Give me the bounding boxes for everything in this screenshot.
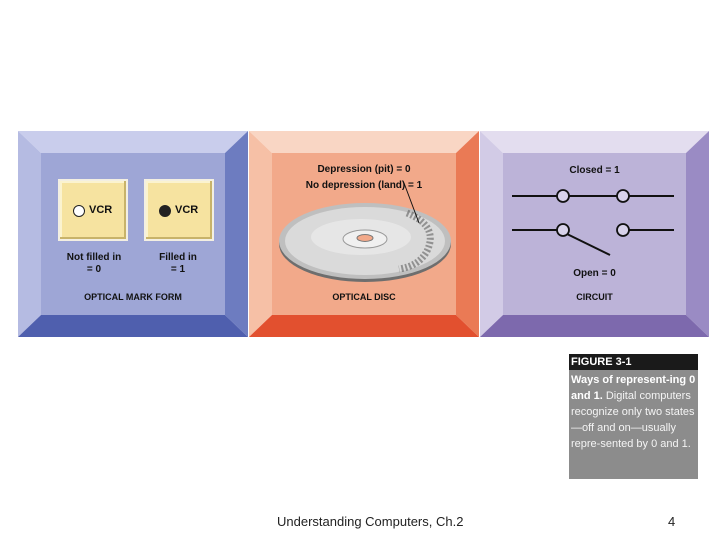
not-filled-line2: = 0 [86, 264, 102, 275]
circuit-bevel [480, 131, 709, 337]
filled-caption: Filled in = 1 [140, 252, 216, 276]
closed-label: Closed = 1 [569, 165, 620, 176]
optical-disc-bevel [249, 131, 479, 337]
optical-disc-title: OPTICAL DISC [332, 292, 396, 302]
footer-title: Understanding Computers, Ch.2 [277, 514, 464, 529]
vcr-label-1: VCR [89, 204, 113, 216]
empty-bubble-icon [73, 205, 85, 217]
figure-heading: FIGURE 3-1 [569, 354, 698, 370]
vcr-label-2: VCR [175, 204, 199, 216]
optical-mark-panel: VCR VCR Not filled in = 0 Filled in = 1 … [18, 131, 248, 337]
not-filled-line1: Not filled in [66, 252, 122, 263]
closed-circuit-icon [512, 189, 674, 203]
filled-line2: = 1 [170, 264, 186, 275]
filled-bubble-icon [159, 205, 171, 217]
figure-caption: FIGURE 3-1 Ways of represent-ing 0 and 1… [569, 354, 698, 479]
caption-body: Ways of represent-ing 0 and 1. Digital c… [571, 372, 697, 452]
optical-disc-panel: Depression (pit) = 0 No depression (land… [249, 131, 479, 337]
page-number: 4 [668, 514, 676, 529]
circuit-panel: Closed = 1 Open = 0 CIRCUIT [480, 131, 709, 337]
vcr-unfilled-box: VCR [58, 179, 128, 241]
open-label: Open = 0 [573, 268, 616, 279]
optical-mark-title: OPTICAL MARK FORM [84, 292, 182, 302]
open-circuit-icon [512, 223, 674, 256]
filled-line1: Filled in [159, 252, 197, 263]
caption-bold-text: Ways of represent-ing 0 and 1. [571, 374, 696, 402]
no-depression-land-label: No depression (land) = 1 [305, 180, 423, 191]
vcr-filled-box: VCR [144, 179, 214, 241]
optical-disc-icon [279, 182, 451, 282]
depression-pit-label: Depression (pit) = 0 [317, 164, 411, 175]
circuit-title: CIRCUIT [576, 292, 613, 302]
caption-text: Digital computers recognize only two sta… [571, 390, 695, 450]
not-filled-caption: Not filled in = 0 [54, 252, 134, 276]
